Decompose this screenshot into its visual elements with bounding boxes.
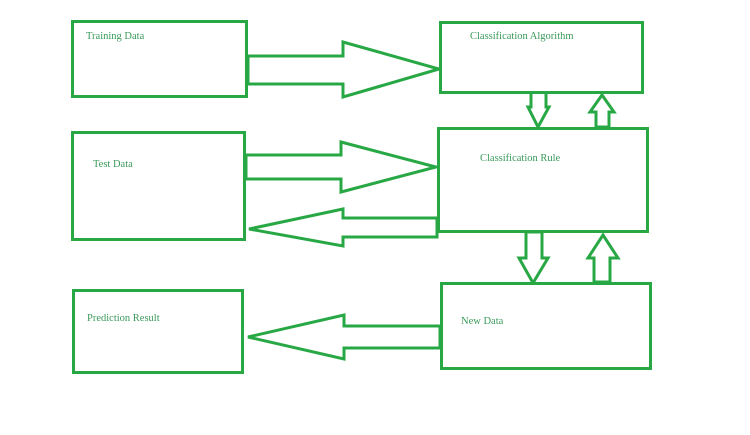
node-prediction-result: Prediction Result [72, 289, 244, 374]
node-label: Test Data [93, 159, 133, 170]
arrow-rule-to-algorithm [587, 92, 617, 129]
node-classification-algorithm: Classification Algorithm [439, 21, 644, 94]
node-label: New Data [461, 316, 504, 327]
arrow-newdata-to-rule [585, 232, 621, 284]
arrow-newdata-to-prediction [247, 313, 442, 361]
arrow-test-to-rule [244, 140, 442, 194]
arrow-rule-to-newdata [516, 230, 551, 286]
node-test-data: Test Data [71, 131, 246, 241]
node-classification-rule: Classification Rule [437, 127, 649, 233]
node-new-data: New Data [440, 282, 652, 370]
node-label: Classification Algorithm [470, 31, 574, 42]
node-label: Classification Rule [480, 153, 561, 164]
node-label: Prediction Result [87, 313, 160, 324]
node-training-data: Training Data [71, 20, 248, 98]
node-label: Training Data [86, 31, 145, 42]
arrow-algorithm-to-rule [525, 90, 552, 131]
arrow-training-to-algorithm [246, 40, 445, 99]
arrow-rule-to-test [248, 207, 439, 248]
